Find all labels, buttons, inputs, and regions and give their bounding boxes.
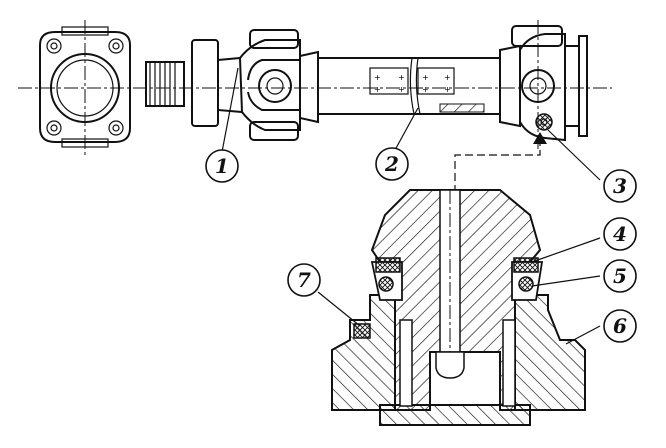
needle-roller-right [502, 319, 516, 407]
callout-4: 4 [603, 217, 637, 251]
svg-text:+: + [444, 73, 451, 82]
callout-1: 1 [205, 149, 239, 183]
grease-nipple [535, 113, 553, 131]
channel-plug [435, 351, 465, 379]
intermediate-flange [191, 39, 219, 127]
cross-section-detail [331, 189, 586, 426]
callout-5-label: 5 [613, 264, 627, 288]
callout-2: 2 [375, 147, 409, 181]
callout-4-label: 4 [613, 222, 627, 246]
left-cardan-joint [217, 29, 319, 141]
callout-3: 3 [603, 169, 637, 203]
needle-roller-left [399, 319, 413, 407]
callout-2-label: 2 [384, 152, 399, 176]
seal-left [370, 257, 403, 301]
drive-shaft-assembly: + + + + + + + + [18, 20, 612, 156]
seal-right [511, 257, 544, 301]
callout-5: 5 [603, 259, 637, 293]
section-arrow [533, 132, 547, 144]
callout-7: 7 [287, 263, 321, 297]
shaft-tube: + + + + + + + + [318, 57, 500, 115]
callout-6: 6 [603, 309, 637, 343]
svg-text:+: + [444, 85, 451, 94]
svg-text:+: + [422, 73, 429, 82]
retaining-washer [353, 323, 371, 339]
callout-7-label: 7 [297, 268, 311, 292]
svg-text:+: + [398, 73, 405, 82]
leader-lines [221, 67, 601, 345]
bearing-cup-left [331, 294, 396, 411]
splined-shaft-end [145, 61, 185, 107]
svg-text:+: + [422, 85, 429, 94]
callout-3-label: 3 [613, 174, 627, 198]
callout-1-label: 1 [215, 154, 229, 178]
right-cardan-joint [499, 20, 588, 150]
left-flange-yoke [39, 20, 131, 156]
bearing-cup-right [514, 294, 586, 411]
svg-text:+: + [398, 85, 405, 94]
svg-text:+: + [374, 85, 381, 94]
cup-bottom [379, 404, 531, 426]
callout-6-label: 6 [613, 314, 627, 338]
svg-text:+: + [374, 73, 381, 82]
